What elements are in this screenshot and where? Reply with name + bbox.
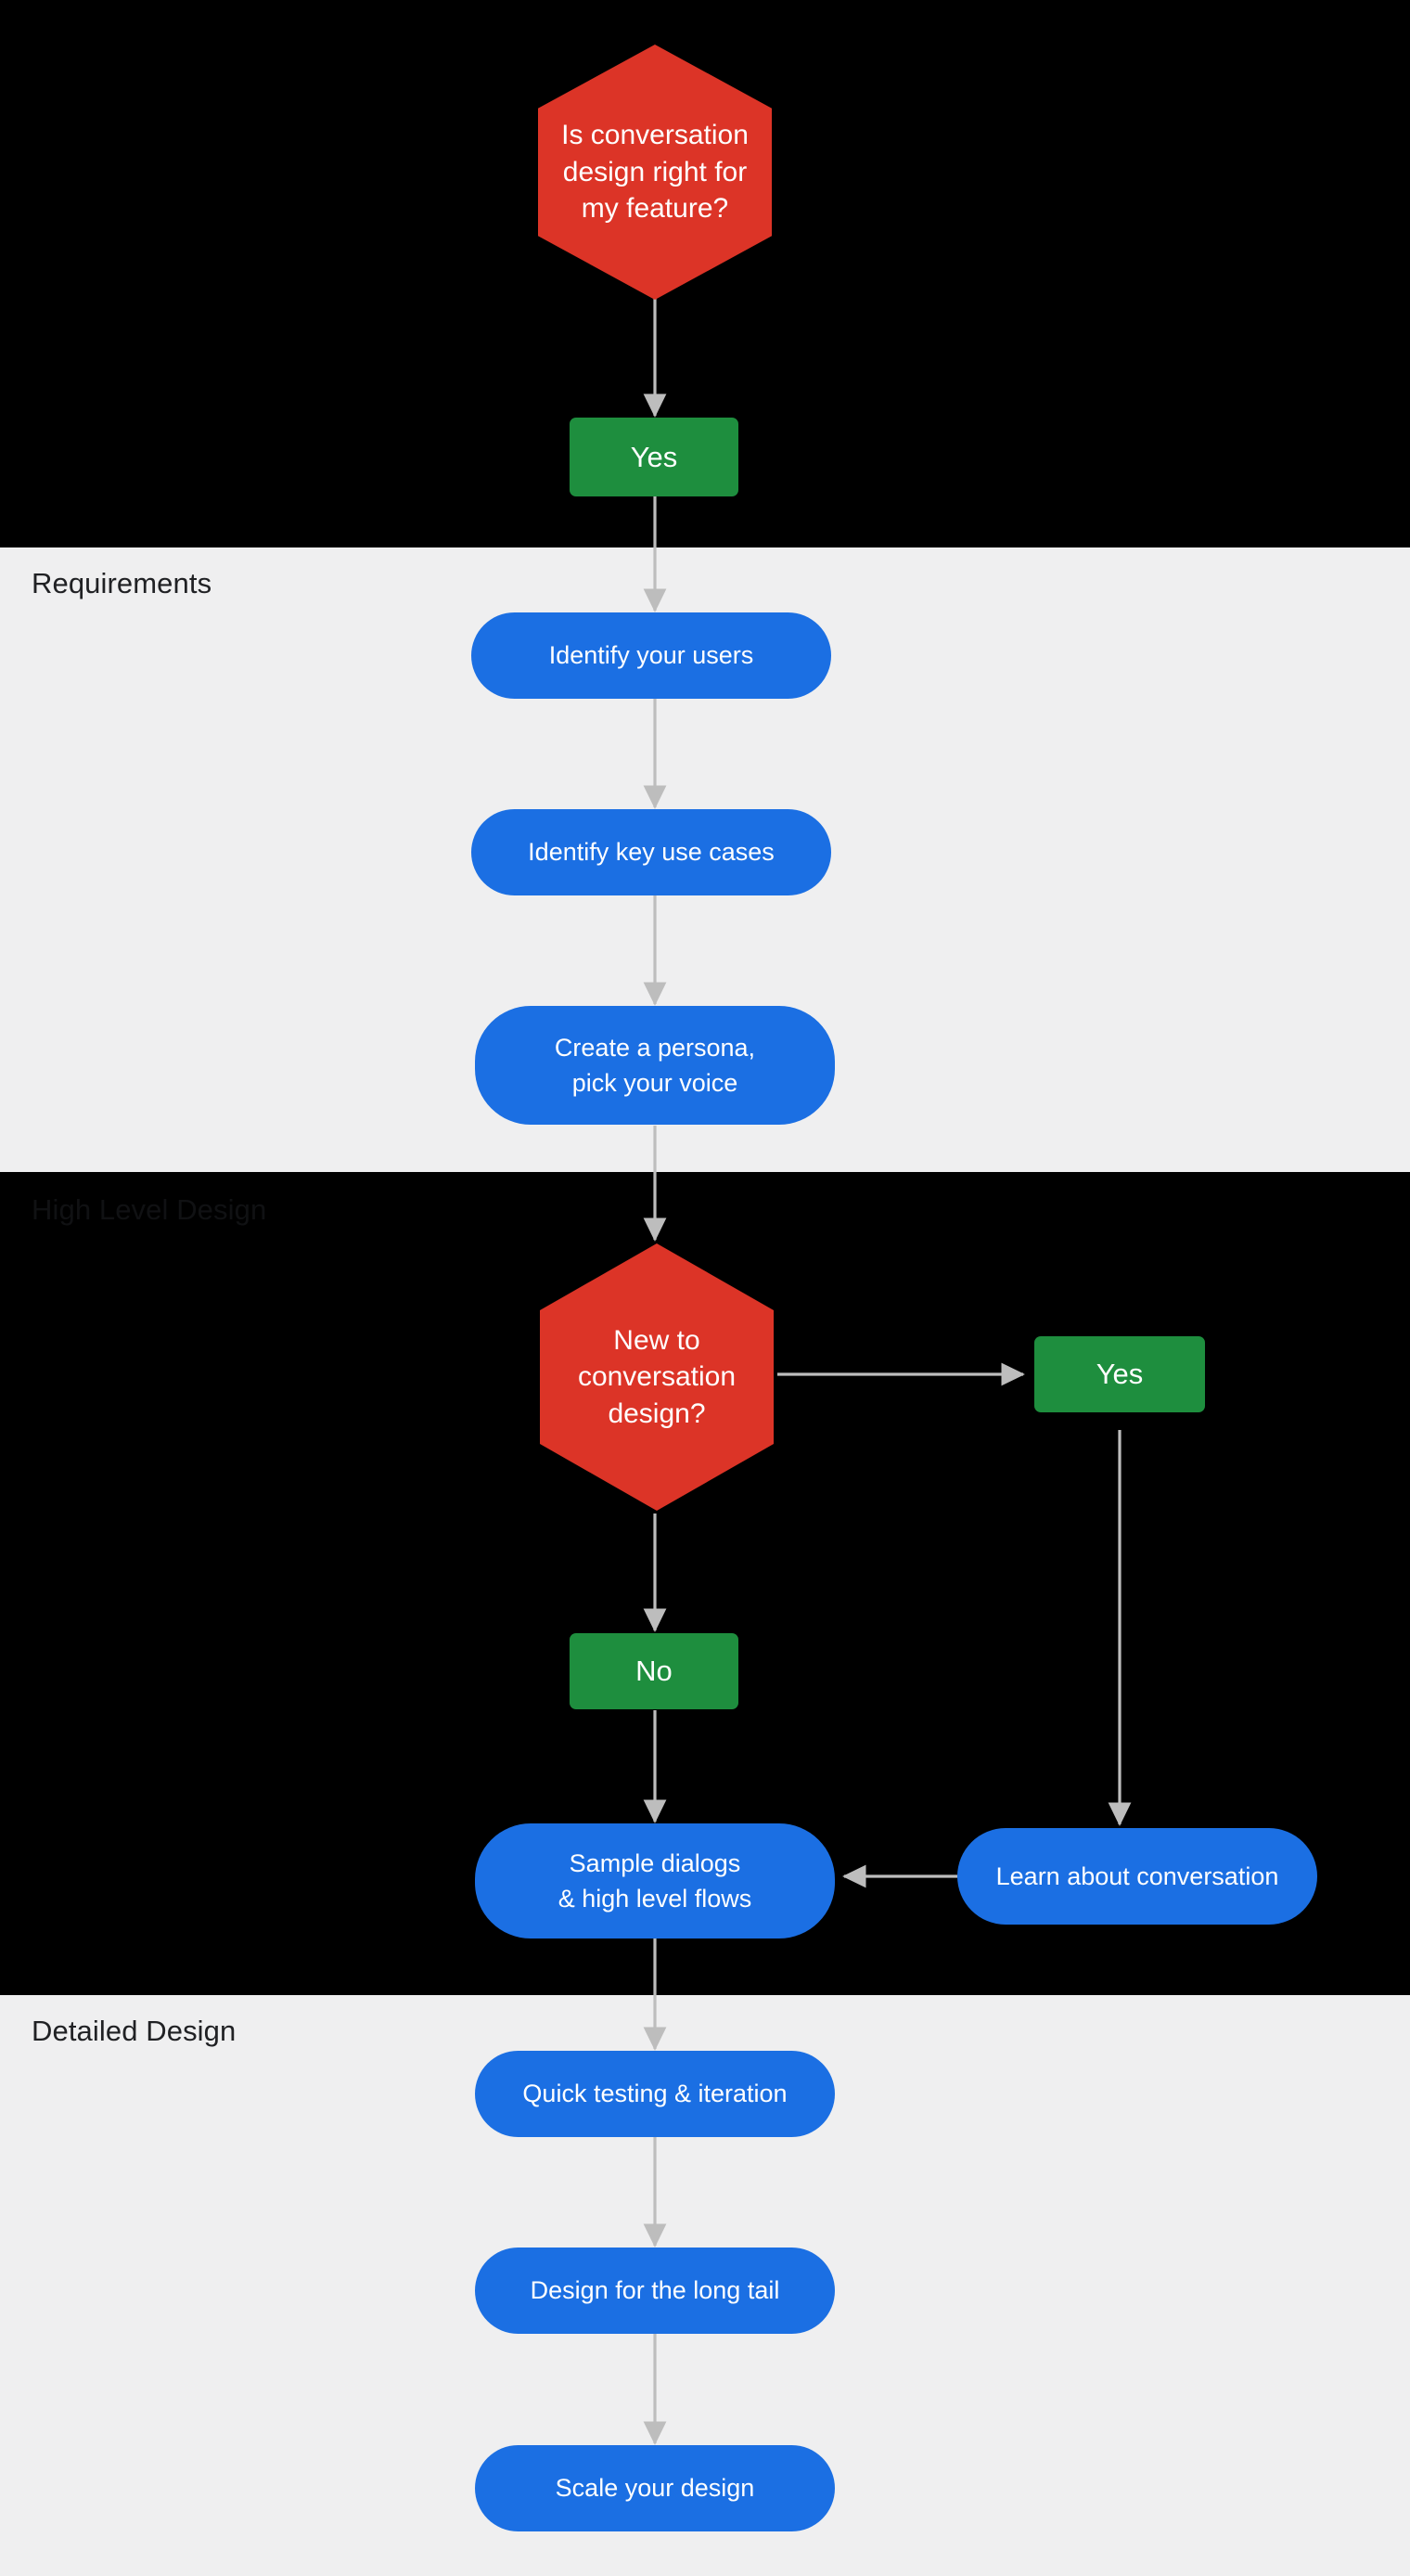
step-identify-key-use-cases[interactable]: Identify key use cases	[471, 809, 831, 895]
step-learn-about-conversation[interactable]: Learn about conversation	[957, 1828, 1317, 1925]
section-label-detailed-design: Detailed Design	[32, 2015, 237, 2047]
node-label: Scale your design	[555, 2474, 755, 2503]
node-label: Identify key use cases	[528, 838, 775, 867]
answer-yes-conversation-design-right[interactable]: Yes	[570, 418, 738, 496]
node-label: Is conversation design right for my feat…	[561, 120, 749, 225]
node-label: Quick testing & iteration	[522, 2080, 788, 2108]
section-label-high-level-design: High Level Design	[32, 1193, 267, 1226]
node-label: New to conversation design?	[577, 1324, 737, 1429]
step-sample-dialogs-high-level-flows[interactable]: Sample dialogs & high level flows	[475, 1823, 835, 1938]
decision-new-to-conversation-design[interactable]: New to conversation design?	[540, 1243, 774, 1511]
node-label: Create a persona, pick your voice	[554, 1033, 756, 1097]
node-label: Identify your users	[548, 641, 754, 670]
answer-no-new-to-conversation-design[interactable]: No	[570, 1633, 738, 1709]
node-label: Sample dialogs & high level flows	[558, 1848, 752, 1913]
node-label: Yes	[1096, 1358, 1144, 1391]
node-label: Learn about conversation	[995, 1861, 1279, 1890]
section-label-requirements: Requirements	[32, 567, 212, 599]
answer-yes-new-to-conversation-design[interactable]: Yes	[1034, 1336, 1205, 1412]
node-label: No	[635, 1655, 673, 1688]
step-design-for-long-tail[interactable]: Design for the long tail	[475, 2248, 835, 2334]
decision-is-conversation-design-right[interactable]: Is conversation design right for my feat…	[538, 45, 772, 300]
step-quick-testing-iteration[interactable]: Quick testing & iteration	[475, 2051, 835, 2137]
node-label: Yes	[630, 440, 678, 473]
step-scale-your-design[interactable]: Scale your design	[475, 2445, 835, 2531]
node-label: Design for the long tail	[530, 2276, 780, 2305]
step-identify-your-users[interactable]: Identify your users	[471, 612, 831, 699]
step-create-persona-pick-voice[interactable]: Create a persona, pick your voice	[475, 1006, 835, 1125]
